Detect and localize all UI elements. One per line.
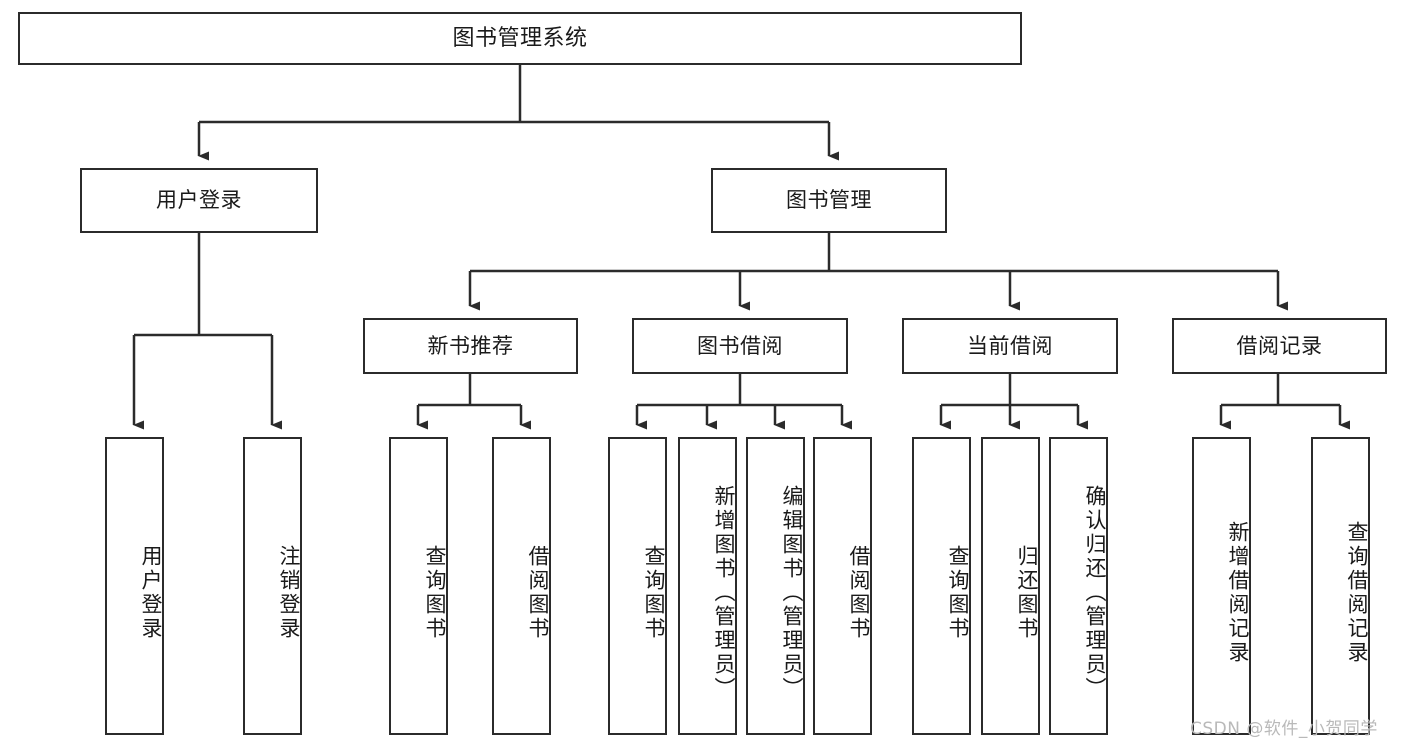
node-label: 归还图书 [1015, 545, 1039, 641]
leaf-current-borrow-confirm-return[interactable]: 确认归还（管理员） [1049, 437, 1108, 735]
node-label: 新增图书（管理员） [712, 485, 736, 701]
node-label: 新增借阅记录 [1226, 521, 1250, 665]
leaf-new-book-borrow[interactable]: 借阅图书 [492, 437, 551, 735]
node-book-borrow[interactable]: 图书借阅 [632, 318, 848, 374]
node-label: 当前借阅 [967, 333, 1053, 358]
leaf-current-borrow-query[interactable]: 查询图书 [912, 437, 971, 735]
leaf-new-book-query[interactable]: 查询图书 [389, 437, 448, 735]
node-label: 编辑图书（管理员） [780, 485, 804, 701]
node-new-book-recommend[interactable]: 新书推荐 [363, 318, 578, 374]
leaf-book-borrow-add[interactable]: 新增图书（管理员） [678, 437, 737, 735]
leaf-user-login-login[interactable]: 用户登录 [105, 437, 164, 735]
node-current-borrow[interactable]: 当前借阅 [902, 318, 1118, 374]
node-label: 查询图书 [423, 545, 447, 641]
leaf-book-borrow-edit[interactable]: 编辑图书（管理员） [746, 437, 805, 735]
node-user-login[interactable]: 用户登录 [80, 168, 318, 233]
node-book-management[interactable]: 图书管理 [711, 168, 947, 233]
node-label: 查询图书 [946, 545, 970, 641]
leaf-borrow-record-query[interactable]: 查询借阅记录 [1311, 437, 1370, 735]
node-label: 图书管理系统 [452, 25, 588, 51]
node-label: 借阅图书 [526, 545, 550, 641]
node-label: 新书推荐 [427, 333, 514, 358]
node-label: 图书借阅 [697, 333, 783, 358]
node-label: 借阅图书 [847, 545, 871, 641]
csdn-watermark: CSDN @软件_小贺同学 [1190, 719, 1378, 739]
node-label: 查询图书 [642, 545, 666, 641]
node-label: 借阅记录 [1236, 333, 1323, 358]
node-label: 用户登录 [139, 545, 163, 641]
node-borrow-record[interactable]: 借阅记录 [1172, 318, 1387, 374]
node-label: 确认归还（管理员） [1083, 485, 1107, 701]
leaf-borrow-record-add[interactable]: 新增借阅记录 [1192, 437, 1251, 735]
node-label: 查询借阅记录 [1345, 521, 1369, 665]
leaf-user-login-logout[interactable]: 注销登录 [243, 437, 302, 735]
node-label: 注销登录 [277, 545, 301, 641]
node-root-book-management-system[interactable]: 图书管理系统 [18, 12, 1022, 65]
leaf-current-borrow-return[interactable]: 归还图书 [981, 437, 1040, 735]
leaf-book-borrow-borrow[interactable]: 借阅图书 [813, 437, 872, 735]
node-label: 图书管理 [786, 188, 872, 213]
leaf-book-borrow-query[interactable]: 查询图书 [608, 437, 667, 735]
node-label: 用户登录 [156, 188, 242, 213]
